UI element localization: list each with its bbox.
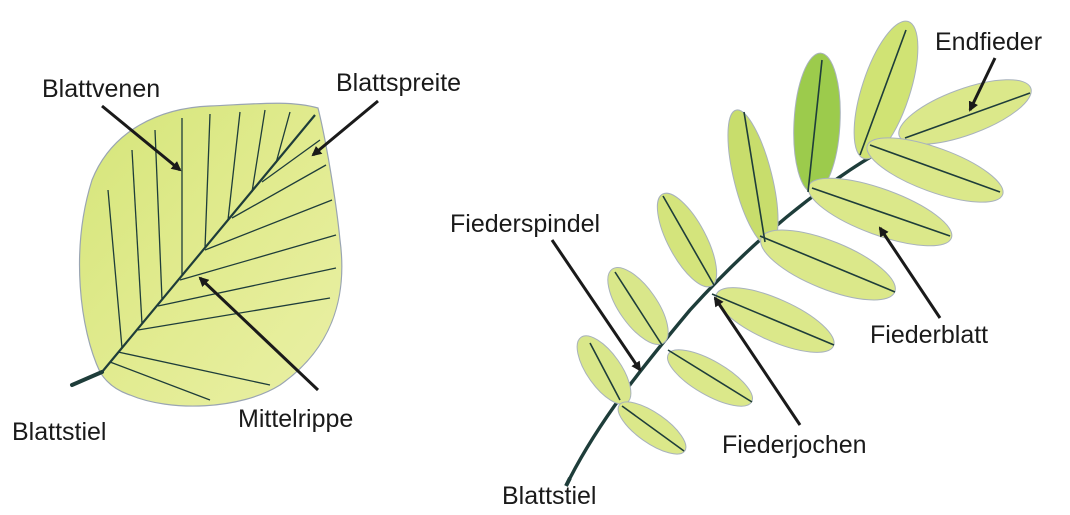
label-fiederjochen: Fiederjochen bbox=[722, 433, 867, 458]
label-blattstiel-simple: Blattstiel bbox=[12, 420, 106, 445]
label-fiederspindel: Fiederspindel bbox=[450, 212, 600, 237]
compound-leaf bbox=[566, 14, 1039, 486]
label-fiederblatt: Fiederblatt bbox=[870, 323, 988, 348]
label-blattstiel-compound: Blattstiel bbox=[502, 484, 596, 509]
label-endfieder: Endfieder bbox=[935, 30, 1042, 55]
leaflet bbox=[718, 105, 789, 250]
label-mittelrippe: Mittelrippe bbox=[238, 407, 353, 432]
label-blattvenen: Blattvenen bbox=[42, 77, 160, 102]
simple-leaf-blade bbox=[80, 103, 342, 406]
simple-leaf-petiole bbox=[72, 372, 102, 385]
compound-leaflets bbox=[567, 14, 1039, 463]
leaflet bbox=[790, 52, 843, 194]
label-blattspreite: Blattspreite bbox=[336, 71, 461, 96]
leaflet bbox=[660, 339, 760, 416]
leaflet bbox=[597, 258, 680, 354]
leaflet bbox=[646, 185, 728, 295]
simple-leaf bbox=[72, 103, 342, 406]
